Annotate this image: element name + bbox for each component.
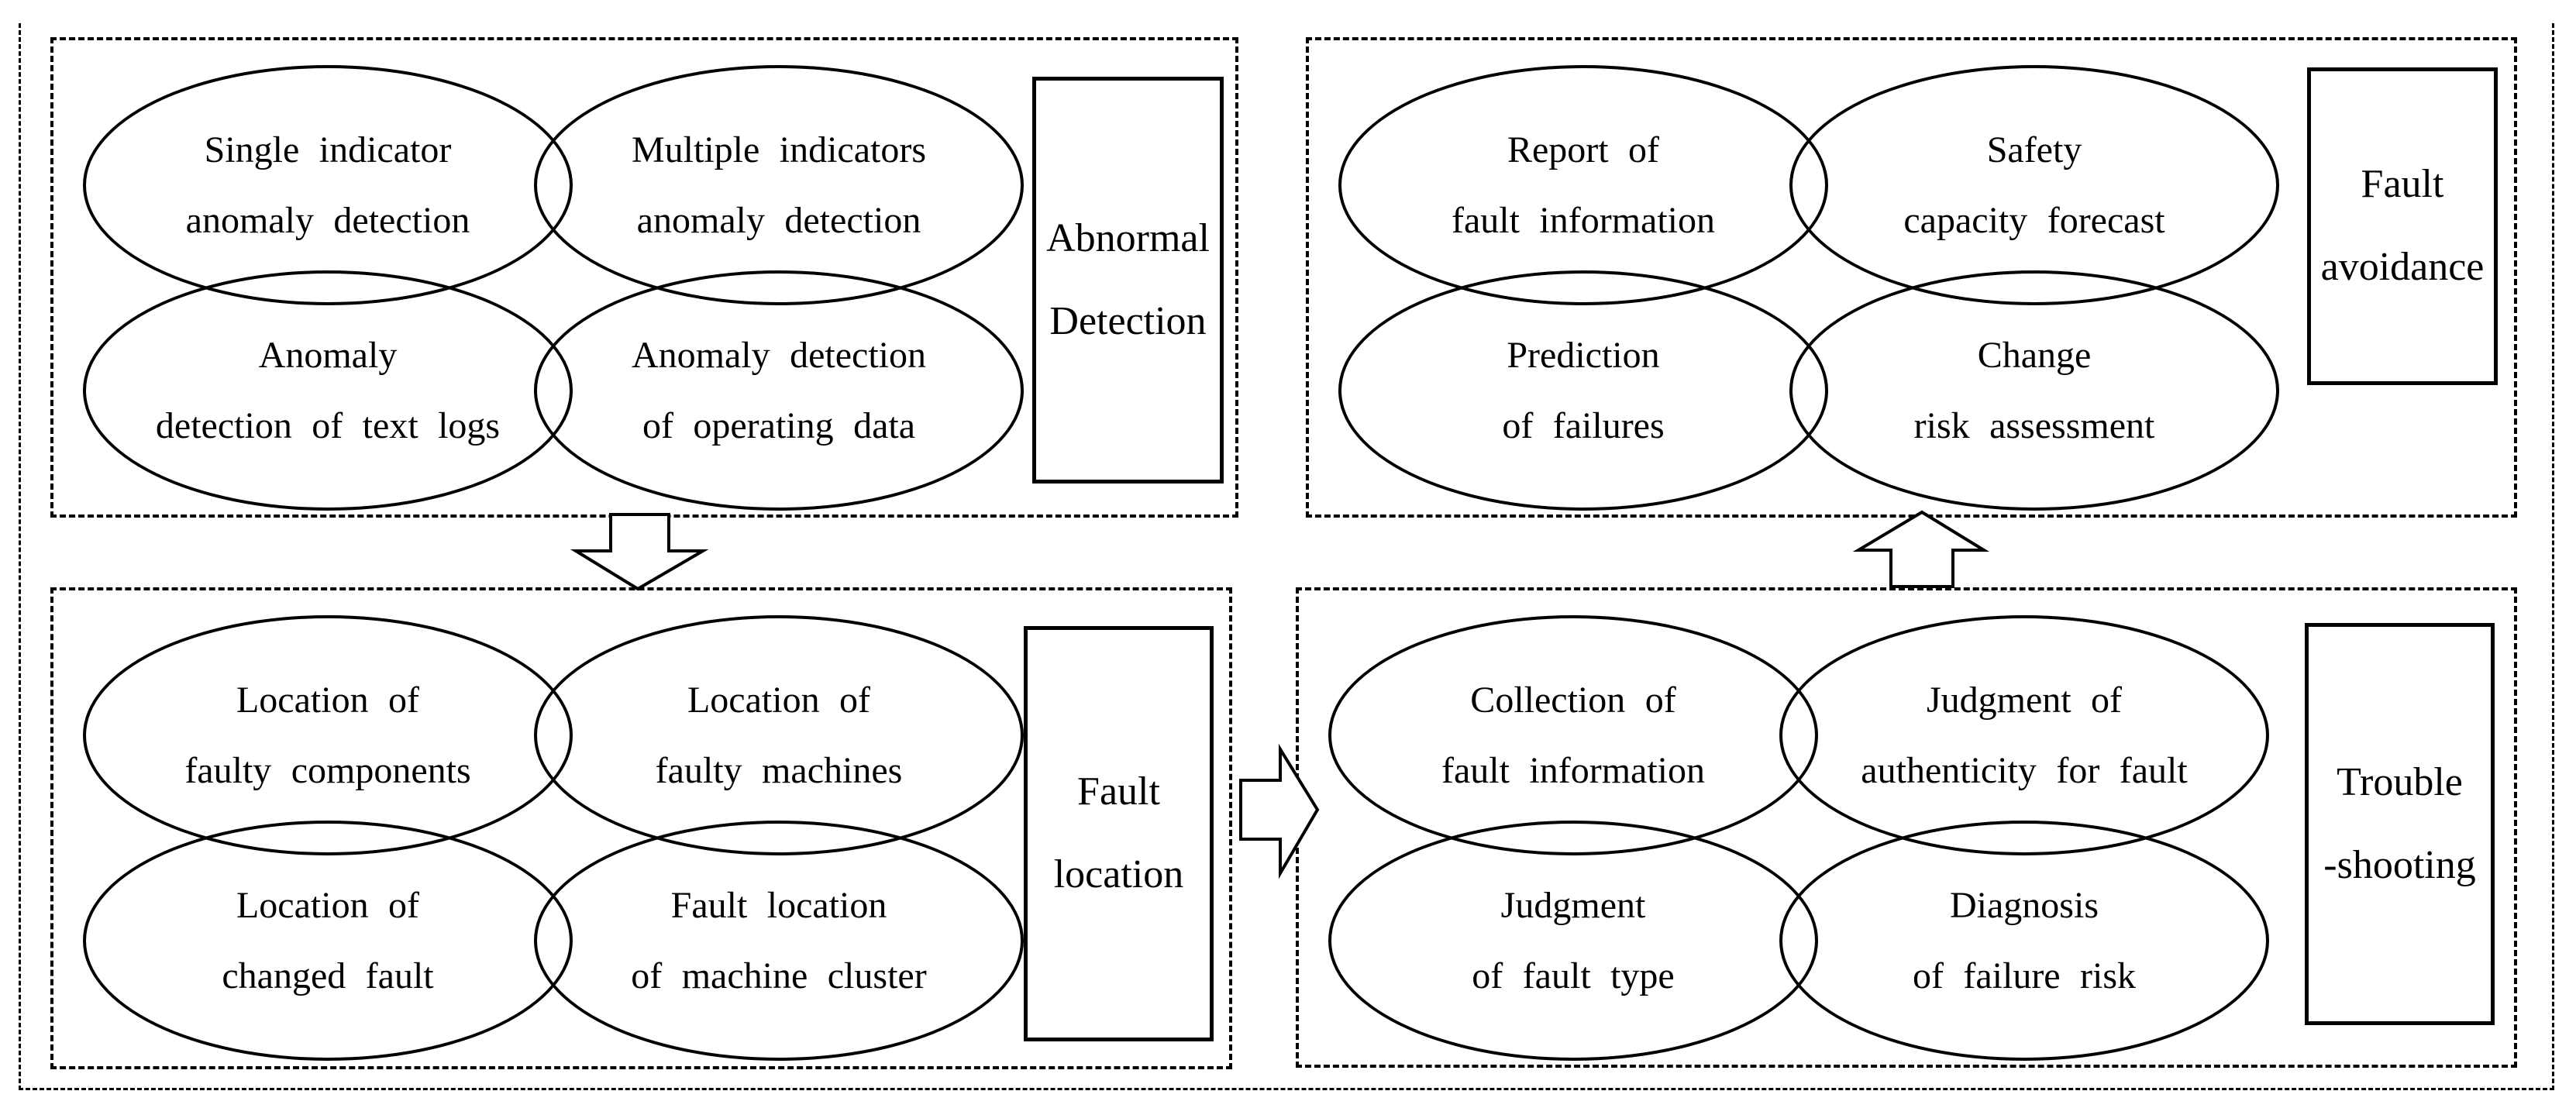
ellipse-text-line: Report of — [1507, 129, 1660, 170]
block-arrow-up-icon — [1852, 510, 1990, 588]
quadrant-trouble-shooting: Collection of fault information Judgment… — [1296, 587, 2517, 1068]
ellipse-anomaly-detection-of-text-logs: Anomaly detection of text logs — [83, 270, 573, 511]
ellipse-text-line: of machine cluster — [631, 955, 927, 996]
ellipse-text-line: Anomaly detection — [631, 334, 926, 376]
ellipse-text-line: Multiple indicators — [631, 129, 927, 170]
label-text-line: avoidance — [2320, 245, 2485, 289]
ellipse-text-line: Location of — [687, 679, 871, 721]
label-text-line: location — [1053, 852, 1184, 896]
quadrant-fault-avoidance: Report of fault information Safety capac… — [1306, 37, 2517, 518]
label-text-line: Fault — [1077, 769, 1160, 814]
outer-dashed-border — [19, 23, 2554, 1090]
quadrant-abnormal-detection: Single indicator anomaly detection Multi… — [50, 37, 1238, 518]
ellipse-text-line: anomaly detection — [636, 200, 921, 241]
ellipse-text-line: Judgment — [1500, 884, 1646, 926]
ellipse-text-line: fault information — [1441, 750, 1706, 791]
ellipse-location-of-faulty-machines: Location of faulty machines — [534, 615, 1024, 855]
ellipse-text-line: Diagnosis — [1950, 884, 2099, 926]
category-label-trouble-shooting: Trouble -shooting — [2305, 623, 2495, 1025]
block-arrow-down-icon — [570, 513, 709, 591]
ellipse-text-line: Collection of — [1470, 679, 1676, 721]
ellipse-multiple-indicators-anomaly-detection: Multiple indicators anomaly detection — [534, 65, 1024, 305]
ellipse-text-line: Prediction — [1507, 334, 1660, 376]
ellipse-text-line: Location of — [236, 884, 420, 926]
label-text-line: -shooting — [2323, 842, 2476, 887]
category-label-fault-location: Fault location — [1024, 626, 1214, 1041]
ellipse-text-line: Single indicator — [204, 129, 452, 170]
ellipse-report-of-fault-information: Report of fault information — [1338, 65, 1828, 305]
ellipse-text-line: of operating data — [642, 405, 916, 446]
ellipse-location-of-faulty-components: Location of faulty components — [83, 615, 573, 855]
ellipse-collection-of-fault-information: Collection of fault information — [1328, 615, 1818, 855]
label-text-line: Trouble — [2337, 759, 2463, 804]
label-text-line: Detection — [1049, 298, 1207, 343]
ellipse-text-line: capacity forecast — [1903, 200, 2165, 241]
ellipse-text-line: faulty machines — [655, 750, 903, 791]
ellipse-text-line: changed fault — [222, 955, 434, 996]
ellipse-text-line: of fault type — [1472, 955, 1675, 996]
ellipse-anomaly-detection-of-operating-data: Anomaly detection of operating data — [534, 270, 1024, 511]
category-label-fault-avoidance: Fault avoidance — [2307, 67, 2498, 385]
ellipse-single-indicator-anomaly-detection: Single indicator anomaly detection — [83, 65, 573, 305]
category-label-abnormal-detection: Abnormal Detection — [1032, 77, 1224, 484]
ellipse-text-line: Safety — [1986, 129, 2082, 170]
ellipse-text-line: fault information — [1451, 200, 1716, 241]
ellipse-location-of-changed-fault: Location of changed fault — [83, 821, 573, 1061]
ellipse-safety-capacity-forecast: Safety capacity forecast — [1789, 65, 2279, 305]
quadrant-fault-location: Location of faulty components Location o… — [50, 587, 1232, 1069]
ellipse-text-line: faulty components — [184, 750, 471, 791]
ellipse-text-line: of failure risk — [1912, 955, 2137, 996]
ellipse-text-line: Location of — [236, 679, 420, 721]
ellipse-text-line: Judgment of — [1926, 679, 2123, 721]
ellipse-diagnosis-of-failure-risk: Diagnosis of failure risk — [1779, 821, 2269, 1061]
ellipse-judgment-of-fault-type: Judgment of fault type — [1328, 821, 1818, 1061]
ellipse-text-line: detection of text logs — [155, 405, 501, 446]
ellipse-text-line: anomaly detection — [185, 200, 470, 241]
block-arrow-right-icon — [1239, 743, 1320, 879]
ellipse-prediction-of-failures: Prediction of failures — [1338, 270, 1828, 511]
ellipse-text-line: of failures — [1502, 405, 1665, 446]
label-text-line: Abnormal — [1046, 215, 1210, 260]
ellipse-judgment-of-authenticity-for-fault: Judgment of authenticity for fault — [1779, 615, 2269, 855]
ellipse-text-line: Anomaly — [258, 334, 398, 376]
ellipse-fault-location-of-machine-cluster: Fault location of machine cluster — [534, 821, 1024, 1061]
ellipse-text-line: authenticity for fault — [1861, 750, 2188, 791]
ellipse-text-line: Change — [1977, 334, 2092, 376]
ellipse-text-line: Fault location — [670, 884, 887, 926]
label-text-line: Fault — [2361, 162, 2444, 207]
ellipse-change-risk-assessment: Change risk assessment — [1789, 270, 2279, 511]
ellipse-text-line: risk assessment — [1913, 405, 2155, 446]
